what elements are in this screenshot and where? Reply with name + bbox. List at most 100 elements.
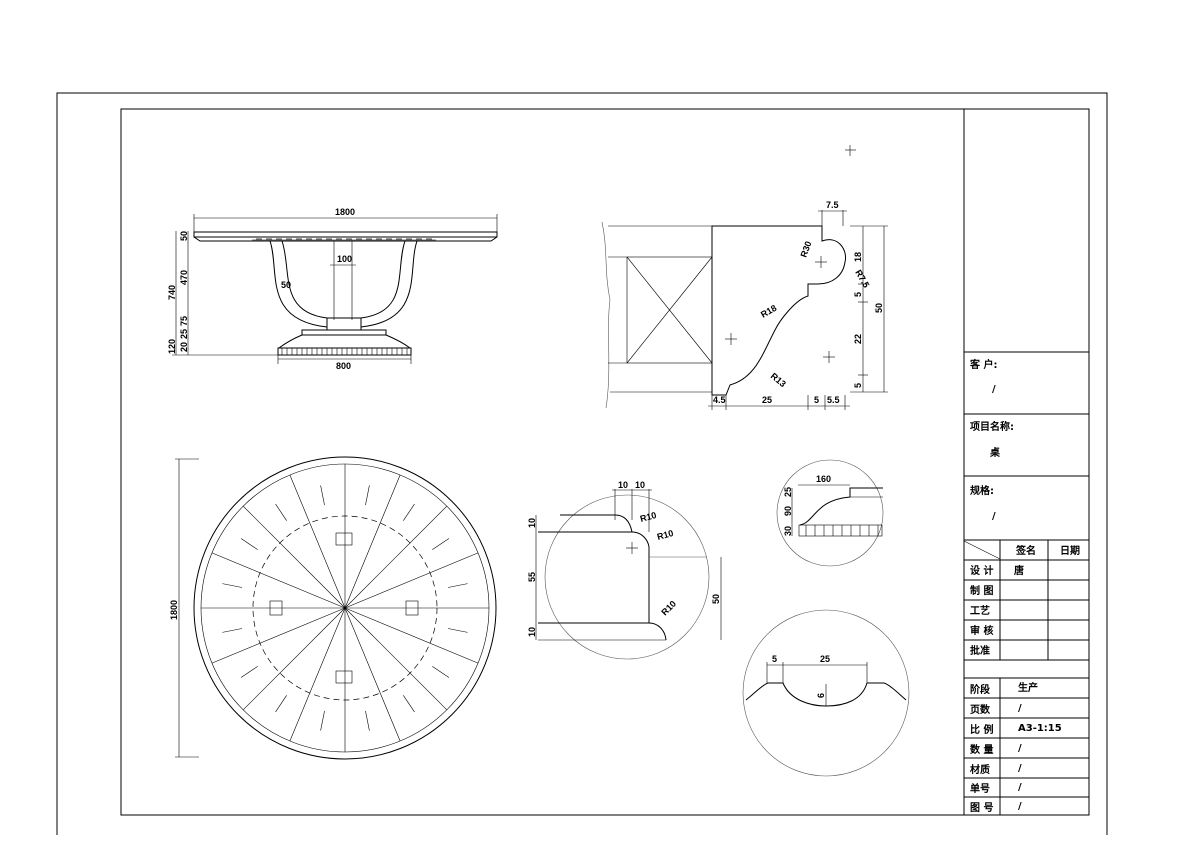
plan-view: 1800 <box>169 456 497 760</box>
info-label: 单号 <box>970 782 990 795</box>
dim-w2: 10 <box>635 480 645 490</box>
project-label: 项目名称: <box>970 420 1014 433</box>
dim-20: 20 <box>179 342 189 352</box>
plan-arrow-mark <box>320 710 325 731</box>
dim-total-height: 740 <box>167 285 177 300</box>
dim-plan-diameter: 1800 <box>169 600 179 620</box>
groove-detail: 5 25 6 <box>742 609 910 777</box>
radius-r10-3: R10 <box>659 599 678 618</box>
spec-label: 规格: <box>970 484 994 497</box>
plan-radial-line <box>211 552 346 609</box>
plan-arrow-mark <box>403 503 415 521</box>
radius-r7-5: R7.5 <box>853 268 871 289</box>
plan-arrow-mark <box>403 695 415 713</box>
dim-total-50: 50 <box>874 303 884 313</box>
dim-top-offset: 7.5 <box>826 200 839 210</box>
row-label: 批准 <box>970 644 990 657</box>
dim-v-50: 50 <box>711 594 721 604</box>
plan-arrow-mark <box>432 538 450 550</box>
info-value: / <box>1018 763 1022 774</box>
plan-arrow-mark <box>447 583 468 588</box>
dim-v-5a: 5 <box>853 292 863 297</box>
dim-v-55: 55 <box>527 572 537 582</box>
plan-arrow-mark <box>240 666 258 678</box>
row-label: 制 图 <box>970 584 993 597</box>
dim-v-22: 22 <box>853 334 863 344</box>
plan-arrow-mark <box>275 695 287 713</box>
dim-leg-height: 470 <box>179 270 189 285</box>
plan-arrow-mark <box>447 628 468 633</box>
base-detail: 160 25 90 30 <box>776 459 884 567</box>
dim-h-25: 25 <box>762 395 772 405</box>
dim-base-90: 90 <box>783 506 793 516</box>
info-label: 材质 <box>970 763 990 776</box>
radius-r10-2: R10 <box>656 528 675 542</box>
info-value: / <box>1018 801 1022 812</box>
corner-detail: 10 10 R10 R10 R10 10 55 10 50 <box>527 480 722 660</box>
plan-radial-line <box>344 607 479 664</box>
info-label: 页数 <box>970 703 991 716</box>
info-value: A3-1:15 <box>1018 723 1062 734</box>
row-sign: 唐 <box>1014 564 1024 577</box>
profile-section: 7.5 R30 R7.5 R18 R13 18 5 22 5 50 4.5 25… <box>601 200 888 410</box>
plan-radial-line <box>344 607 448 711</box>
dim-h-5: 5 <box>814 395 819 405</box>
info-label: 图 号 <box>970 802 993 814</box>
plan-arrow-mark <box>365 710 370 731</box>
plan-arrow-mark <box>275 503 287 521</box>
dim-v-10a: 10 <box>527 518 537 528</box>
title-block: 客 户: / 项目名称: 桌 规格: / 签名 日期 设 计 唐 制 图 工艺 … <box>963 109 1089 815</box>
radius-r13: R13 <box>769 371 788 389</box>
client-label: 客 户: <box>969 358 997 371</box>
dim-w1: 10 <box>618 480 628 490</box>
info-label: 阶段 <box>970 683 990 696</box>
radius-r10-1: R10 <box>639 510 658 524</box>
plan-radial-line <box>289 474 346 609</box>
info-rows: 阶段 生产 页数 / 比 例 A3-1:15 数 量 / 材质 / 单号 / 图… <box>970 681 1062 814</box>
plan-radial-line <box>344 607 401 742</box>
dim-top-thickness: 50 <box>179 231 189 241</box>
sign-header: 签名 <box>1015 544 1036 557</box>
client-value: / <box>992 384 996 395</box>
spec-value: / <box>992 511 996 522</box>
elevation-view: 1800 740 50 470 75 25 20 120 100 50 800 <box>167 207 498 371</box>
dim-width-top: 1800 <box>335 207 355 217</box>
info-label: 数 量 <box>970 743 993 756</box>
info-label: 比 例 <box>970 723 993 736</box>
outer-border <box>56 92 1108 835</box>
plan-radial-line <box>211 607 346 664</box>
plan-radial-line <box>242 607 346 711</box>
row-label: 审 核 <box>970 624 993 637</box>
dim-groove-25: 25 <box>820 654 830 664</box>
plan-arrow-mark <box>365 485 370 506</box>
plan-radial-line <box>289 607 346 742</box>
info-value: 生产 <box>1018 681 1038 694</box>
radius-r18: R18 <box>759 303 778 320</box>
plan-arrow-mark <box>432 666 450 678</box>
date-header: 日期 <box>1060 544 1080 557</box>
plan-arrow-mark <box>222 583 243 588</box>
row-label: 工艺 <box>970 604 990 617</box>
plan-arrow-mark <box>222 628 243 633</box>
plan-radial-line <box>344 505 448 609</box>
approval-rows: 设 计 唐 制 图 工艺 审 核 批准 <box>970 564 1024 657</box>
row-label: 设 计 <box>970 564 993 577</box>
info-value: / <box>1018 703 1022 714</box>
plan-radial-line <box>242 505 346 609</box>
dim-base-25: 25 <box>783 487 793 497</box>
dim-base-height: 120 <box>167 339 177 354</box>
dim-groove-depth: 6 <box>816 693 826 698</box>
info-value: / <box>1018 743 1022 754</box>
dim-base-width-160: 160 <box>816 474 831 484</box>
plan-radial-line <box>344 552 479 609</box>
plan-arrow-mark <box>320 485 325 506</box>
dim-h-5-5: 5.5 <box>827 395 840 405</box>
plan-radial-line <box>344 474 401 609</box>
project-value: 桌 <box>989 446 1000 459</box>
dim-v-10b: 10 <box>527 627 537 637</box>
crosshair-mark <box>845 145 856 156</box>
dim-base-width: 800 <box>336 361 351 371</box>
dim-v-18: 18 <box>853 252 863 262</box>
dim-75: 75 <box>179 316 189 326</box>
